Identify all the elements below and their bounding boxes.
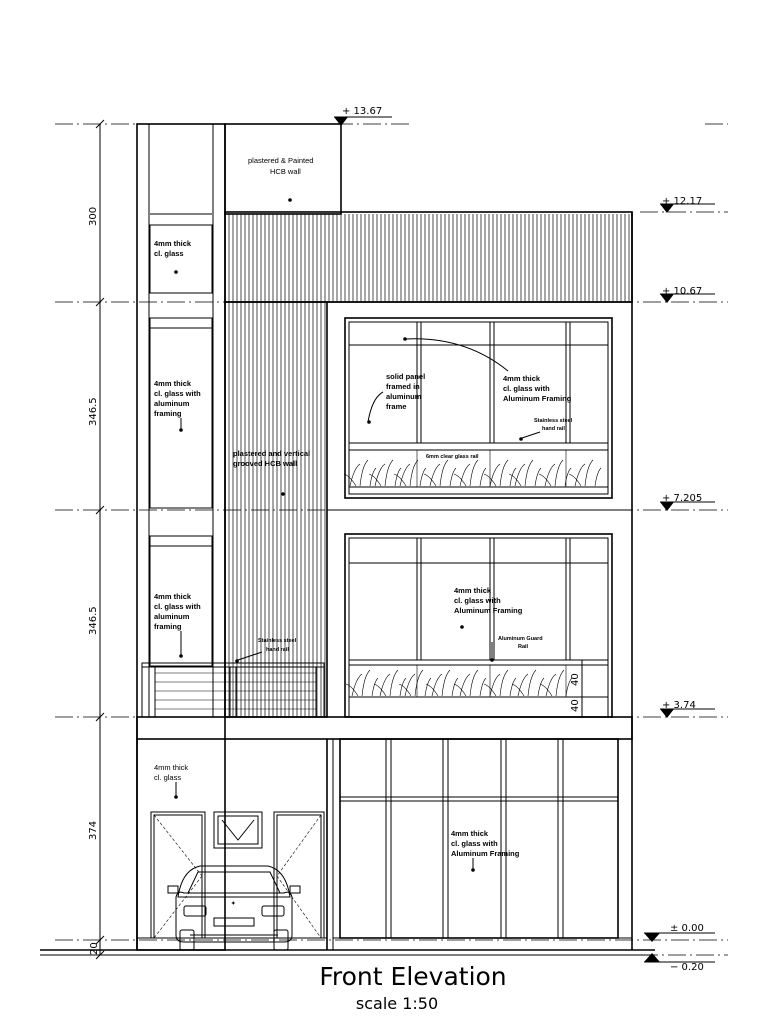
ground-floor	[136, 738, 632, 950]
svg-text:cl. glass: cl. glass	[154, 249, 184, 258]
svg-text:Aluminum Framing: Aluminum Framing	[503, 394, 572, 403]
svg-text:cl. glass with: cl. glass with	[454, 596, 501, 605]
plant-icon	[425, 669, 459, 697]
plant-icon	[483, 669, 517, 697]
level-label: + 13.67	[342, 106, 382, 117]
svg-text:plastered and vertical: plastered and vertical	[233, 449, 310, 458]
planter-plants	[343, 459, 602, 697]
dimension-label: 346.5	[88, 606, 99, 635]
plant-icon	[423, 459, 457, 487]
level-label: + 12.17	[662, 196, 702, 207]
car-icon: ✦	[167, 865, 301, 951]
dimension-label: 374	[88, 821, 99, 840]
dimension-label: 40	[570, 699, 581, 712]
svg-text:Aluminum Framing: Aluminum Framing	[454, 606, 523, 615]
plant-icon	[345, 669, 379, 697]
level-label: + 10.67	[662, 286, 702, 297]
svg-text:cl. glass with: cl. glass with	[154, 602, 201, 611]
level-label: ± 0.00	[670, 923, 704, 934]
plant-icon	[398, 669, 432, 697]
svg-text:cl. glass: cl. glass	[154, 773, 181, 782]
svg-text:frame: frame	[386, 402, 406, 411]
plant-icon	[539, 669, 573, 697]
plant-icon	[483, 459, 517, 487]
level-label: − 0.20	[670, 962, 704, 973]
svg-text:Aluminum Guard: Aluminum Guard	[498, 636, 543, 642]
third-floor-window	[344, 317, 613, 499]
balcony-railing	[141, 662, 325, 717]
svg-text:framed in: framed in	[386, 382, 420, 391]
roof-hcb-wall	[224, 123, 342, 215]
svg-text:✦: ✦	[231, 900, 236, 907]
dimension-label: 40	[570, 673, 581, 686]
svg-text:4mm thick: 4mm thick	[503, 374, 541, 383]
plant-icon	[568, 459, 602, 487]
svg-text:Stainless steel: Stainless steel	[258, 638, 297, 644]
svg-text:Rail: Rail	[518, 644, 529, 650]
plant-icon	[508, 459, 542, 487]
svg-text:Aluminum Framing: Aluminum Framing	[451, 849, 520, 858]
second-floor-window	[344, 533, 613, 718]
dimension-label: 300	[88, 207, 99, 226]
svg-text:cl. glass with: cl. glass with	[154, 389, 201, 398]
level-marker-third-floor-top: + 10.67	[660, 286, 715, 303]
plant-icon	[538, 459, 572, 487]
glass-panel-middle	[149, 317, 213, 509]
svg-text:4mm thick: 4mm thick	[451, 829, 489, 838]
svg-text:4mm thick: 4mm thick	[154, 763, 188, 772]
level-marker-second-floor: + 3.74	[660, 700, 715, 718]
svg-text:plastered & Painted: plastered & Painted	[248, 156, 313, 165]
svg-text:cl. glass with: cl. glass with	[451, 839, 498, 848]
svg-text:4mm thick: 4mm thick	[154, 379, 192, 388]
plant-icon	[393, 459, 427, 487]
svg-text:hand rail: hand rail	[542, 426, 565, 432]
plant-icon	[373, 669, 407, 697]
svg-text:aluminum: aluminum	[154, 399, 190, 408]
storefront-glazing	[339, 738, 619, 939]
svg-text:cl. glass with: cl. glass with	[503, 384, 550, 393]
plant-icon	[453, 669, 487, 697]
svg-text:6mm clear glass rail: 6mm clear glass rail	[426, 454, 479, 460]
grooved-wall	[224, 211, 633, 718]
svg-text:framing: framing	[154, 622, 182, 631]
drawing-scale: scale 1:50	[356, 994, 438, 1013]
annotations: plastered & Painted HCB wall 4mm thick c…	[154, 156, 573, 872]
svg-text:framing: framing	[154, 409, 182, 418]
plant-icon	[453, 459, 487, 487]
svg-text:grooved HCB wall: grooved HCB wall	[233, 459, 297, 468]
dimension-label: 20	[89, 942, 100, 955]
drawing-title: Front Elevation	[319, 962, 506, 991]
dimension-chain	[95, 119, 105, 960]
plant-icon	[368, 459, 402, 487]
svg-text:aluminum: aluminum	[154, 612, 190, 621]
svg-text:4mm thick: 4mm thick	[154, 239, 192, 248]
svg-text:4mm thick: 4mm thick	[454, 586, 492, 595]
level-marker-natural-grade: − 0.20	[644, 953, 715, 973]
plant-icon	[511, 669, 545, 697]
level-marker-third-floor: + 7.205	[660, 493, 715, 511]
svg-text:hand rail: hand rail	[266, 647, 289, 653]
svg-text:HCB wall: HCB wall	[270, 167, 301, 176]
level-label: + 7.205	[662, 493, 702, 504]
level-marker-roof-top: + 13.67	[334, 106, 392, 126]
level-label: + 3.74	[662, 700, 696, 711]
dimension-label: 346.5	[88, 397, 99, 426]
svg-text:Stainless steel: Stainless steel	[534, 418, 573, 424]
level-marker-ground: ± 0.00	[644, 923, 715, 942]
vent-window	[213, 811, 263, 849]
level-marker-parapet: + 12.17	[660, 196, 715, 213]
glass-panel-lower	[149, 535, 213, 667]
svg-text:4mm thick: 4mm thick	[154, 592, 192, 601]
plant-icon	[343, 459, 377, 487]
svg-text:solid panel: solid panel	[386, 372, 425, 381]
svg-text:aluminum: aluminum	[386, 392, 422, 401]
glass-panel-top	[149, 224, 213, 294]
